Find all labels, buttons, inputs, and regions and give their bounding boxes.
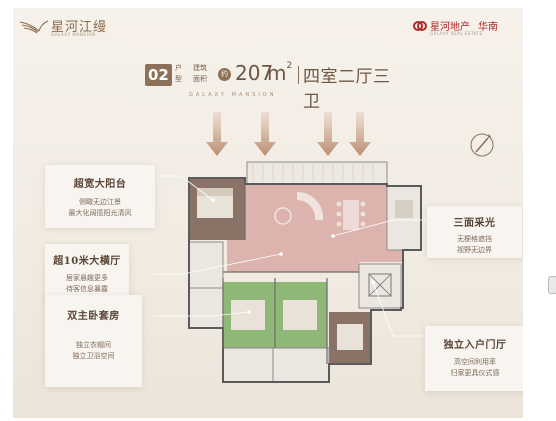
callout-line: 居家悬趣更多 xyxy=(66,274,108,282)
unit-type-number: 02 xyxy=(145,64,172,86)
callout-line: 独立卫浴空间 xyxy=(72,352,115,360)
brand-subtitle: GALAXY MANSION xyxy=(51,32,96,37)
area-unit: m2 xyxy=(267,61,293,85)
callout-line: 最大化阔揽阳光清风 xyxy=(68,209,132,217)
callout-line: 高空间利用率 xyxy=(454,358,496,366)
developer-region: 华南 xyxy=(478,22,498,33)
callout-line: 独立衣帽间 xyxy=(76,341,111,349)
callout-title: 超10米大横厅 xyxy=(53,256,121,267)
brand-logo: 星河江缦 GALAXY MANSION xyxy=(19,14,109,40)
callout-title: 三面采光 xyxy=(453,218,496,229)
floor-plan-poster: 星河江缦 GALAXY MANSION 星河地产 华南 GALAXY REAL … xyxy=(13,8,523,418)
wing-logo-icon xyxy=(19,20,49,34)
callout-master-suites: 双主卧套房 独立衣帽间 独立卫浴空间 xyxy=(45,295,142,387)
developer-name: 星河地产 xyxy=(430,22,470,33)
floor-plan xyxy=(153,161,427,383)
developer-subtitle: GALAXY REAL ESTATE xyxy=(430,31,483,36)
callout-wide-balcony: 超宽大阳台 侧瞰无边江景 最大化阔揽阳光清风 xyxy=(45,165,155,228)
developer-mark-icon xyxy=(413,21,427,31)
callout-title: 超宽大阳台 xyxy=(73,179,127,190)
brand-name: 星河江缦 xyxy=(51,20,108,35)
callout-title: 独立入户门厅 xyxy=(443,340,507,351)
callout-line: 视野无边界 xyxy=(457,246,492,254)
callout-line: 待客信息暴露 xyxy=(66,285,108,293)
callout-living-hall: 超10米大横厅 居家悬趣更多 待客信息暴露 xyxy=(45,244,129,304)
title-divider xyxy=(298,66,299,84)
unit-type-caption: 户型 xyxy=(175,64,182,83)
approx-badge: 约 xyxy=(218,68,231,81)
callout-line: 归家更具仪式感 xyxy=(450,369,500,377)
callout-line: 侧瞰无边江景 xyxy=(79,198,121,206)
title-subtitle: GALAXY MANSION xyxy=(189,92,277,98)
developer-logo: 星河地产 华南 GALAXY REAL ESTATE xyxy=(413,16,513,38)
scroll-handle[interactable] xyxy=(548,276,556,294)
callout-line: 无梗格遮挡 xyxy=(457,235,492,243)
layout-description: 四室二厅三卫 xyxy=(303,67,391,112)
sunlight-arrows xyxy=(206,112,371,156)
callout-three-side-light: 三面采光 无梗格遮挡 视野无边界 xyxy=(427,206,522,258)
unit-title: 02 户型 建筑面积 约 207 m2 四室二厅三卫 xyxy=(145,61,405,112)
compass-icon xyxy=(470,133,494,157)
callout-title: 双主卧套房 xyxy=(67,311,120,322)
callout-entry-foyer: 独立入户门厅 高空间利用率 归家更具仪式感 xyxy=(425,326,523,391)
area-caption: 建筑面积 xyxy=(193,64,207,83)
area-value: 207 xyxy=(235,61,274,85)
